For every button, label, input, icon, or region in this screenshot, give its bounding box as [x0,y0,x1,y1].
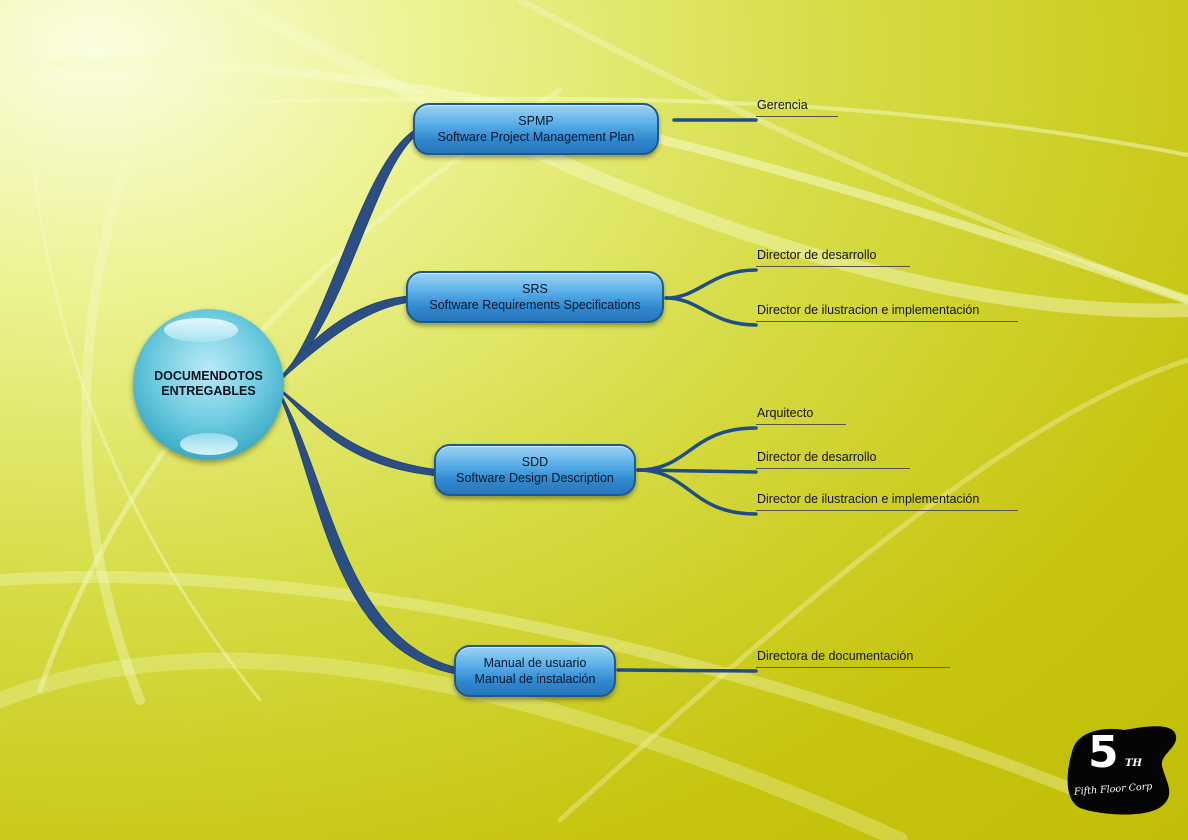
leaf-arquitecto[interactable]: Arquitecto [756,406,846,425]
branch-node-spmp[interactable]: SPMP Software Project Management Plan [413,103,659,155]
leaf-srs-director-desarrollo[interactable]: Director de desarrollo [756,248,910,267]
bubble-highlight-bottom [180,433,238,455]
connector-sdd-ilust [636,468,758,516]
logo-ink-blob [1067,726,1177,815]
branch-title-manual-usuario: Manual de usuario [483,656,587,670]
connector-root-srs [274,295,411,386]
connector-manuales-doc [616,668,758,673]
branch-title-srs: SRS [522,282,548,296]
branch-subtitle-manual-instalacion: Manual de instalación [474,672,596,686]
connector-root-spmp [274,127,419,386]
connector-root-sdd [274,384,441,477]
leaf-sdd-director-ilustracion[interactable]: Director de ilustracion e implementación [756,492,1018,511]
branch-subtitle-srs: Software Requirements Specifications [429,298,641,312]
connector-sdd-arq [636,426,758,472]
branch-subtitle-spmp: Software Project Management Plan [437,130,635,144]
leaf-srs-director-ilustracion[interactable]: Director de ilustracion e implementación [756,303,1018,322]
leaf-gerencia[interactable]: Gerencia [756,98,838,117]
leaf-sdd-director-desarrollo[interactable]: Director de desarrollo [756,450,910,469]
connector-root-manuales [274,384,459,675]
fifth-floor-corp-logo: 5 TH Fifth Floor Corp [1062,722,1180,818]
logo-superscript: TH [1125,758,1142,769]
connector-srs-ilust [664,296,758,327]
logo-number: 5 [1088,727,1119,778]
root-topic-label: DOCUMENDOTOS ENTREGABLES [154,369,263,398]
branch-title-sdd: SDD [521,455,549,469]
branch-node-manuales[interactable]: Manual de usuario Manual de instalación [454,645,616,697]
branch-title-spmp: SPMP [518,114,554,128]
bubble-highlight-top [164,318,238,342]
connector-sdd-dev [636,468,758,474]
root-topic-bubble[interactable]: DOCUMENDOTOS ENTREGABLES [133,309,284,460]
branch-node-sdd[interactable]: SDD Software Design Description [434,444,636,496]
connector-srs-dev [664,268,758,300]
branch-subtitle-sdd: Software Design Description [456,471,614,485]
leaf-directora-documentacion[interactable]: Directora de documentación [756,649,950,668]
branch-node-srs[interactable]: SRS Software Requirements Specifications [406,271,664,323]
